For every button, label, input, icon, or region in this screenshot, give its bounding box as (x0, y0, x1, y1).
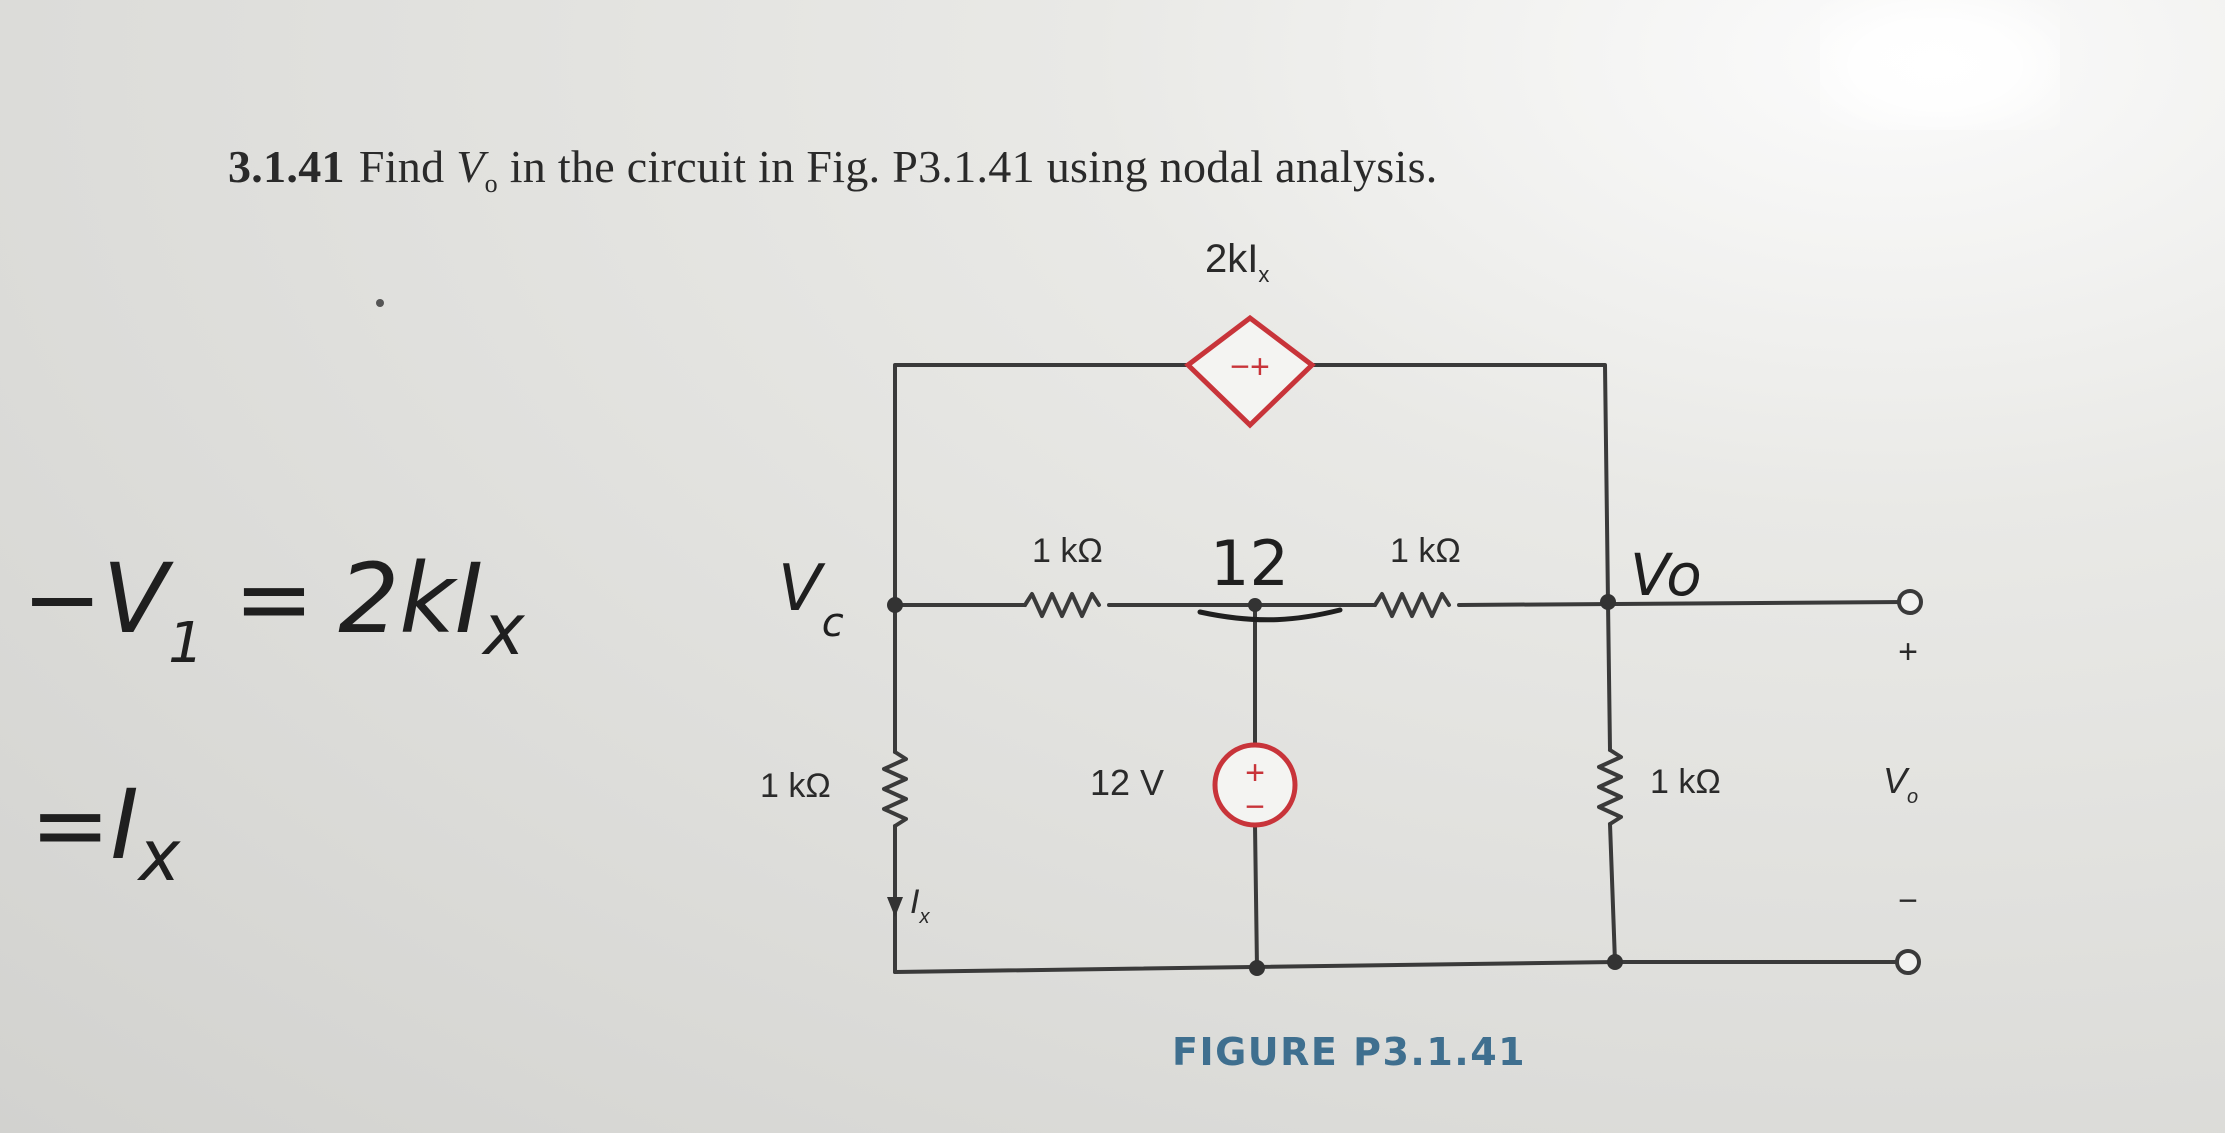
node-center (1248, 598, 1262, 612)
resistor-left (882, 750, 908, 828)
output-plus-label: + (1898, 633, 1918, 671)
problem-variable-sub: o (484, 169, 498, 199)
pen-dot (376, 299, 384, 307)
current-arrow (887, 897, 903, 917)
wire-top-right (1310, 363, 1610, 604)
handwritten-equation-1: −V1=2kIx (22, 543, 525, 676)
terminal-minus (1895, 949, 1921, 975)
resistor-top-right (1373, 592, 1451, 618)
terminal-plus (1897, 589, 1923, 615)
wire-bottom (893, 960, 1897, 974)
problem-variable: V (456, 141, 485, 192)
wire-center-lower (1253, 823, 1259, 970)
resistor-left-label: 1 kΩ (760, 767, 831, 805)
light-glare (1820, 0, 2060, 130)
handwritten-node-c: Vc (778, 552, 844, 646)
node-o (1600, 594, 1616, 610)
dependent-source-signs: −+ (1230, 348, 1270, 386)
wire-right-lower (1608, 822, 1617, 964)
handwritten-underline (1197, 607, 1343, 623)
figure-caption: FIGURE P3.1.41 (1172, 1030, 1527, 1074)
handwritten-equation-2: =Ix (30, 769, 181, 897)
resistor-top-right-label: 1 kΩ (1390, 532, 1461, 570)
node-c (887, 597, 903, 613)
node-bottom-center (1249, 960, 1265, 976)
problem-text-after: in the circuit in Fig. P3.1.41 using nod… (497, 141, 1438, 192)
voltage-source-12v (1212, 742, 1298, 828)
resistor-right (1597, 748, 1623, 826)
voltage-source-minus: − (1245, 788, 1265, 826)
output-voltage-label: Vo (1883, 760, 1918, 808)
wire-mid-right (1457, 600, 1912, 607)
voltage-source-label: 12 V (1090, 762, 1164, 803)
wire-right-upper (1606, 600, 1612, 752)
problem-text-before: Find (358, 141, 457, 192)
resistor-right-label: 1 kΩ (1650, 763, 1721, 801)
node-bottom-right (1607, 954, 1623, 970)
wire-top-left (893, 363, 1190, 607)
resistor-top-left (1023, 592, 1101, 618)
resistor-top-left-label: 1 kΩ (1032, 532, 1103, 570)
handwritten-node-o: Vo (1630, 541, 1702, 609)
dependent-source-label: 2kIx (1205, 237, 1269, 287)
problem-statement: 3.1.41 Find Vo in the circuit in Fig. P3.… (228, 140, 1438, 199)
voltage-source-plus: + (1245, 754, 1265, 792)
problem-number: 3.1.41 (228, 141, 345, 192)
handwritten-node-12: 12 (1210, 527, 1289, 600)
dependent-source-diamond (1184, 314, 1316, 429)
current-label: Ix (910, 883, 930, 928)
output-minus-label: − (1898, 882, 1918, 920)
